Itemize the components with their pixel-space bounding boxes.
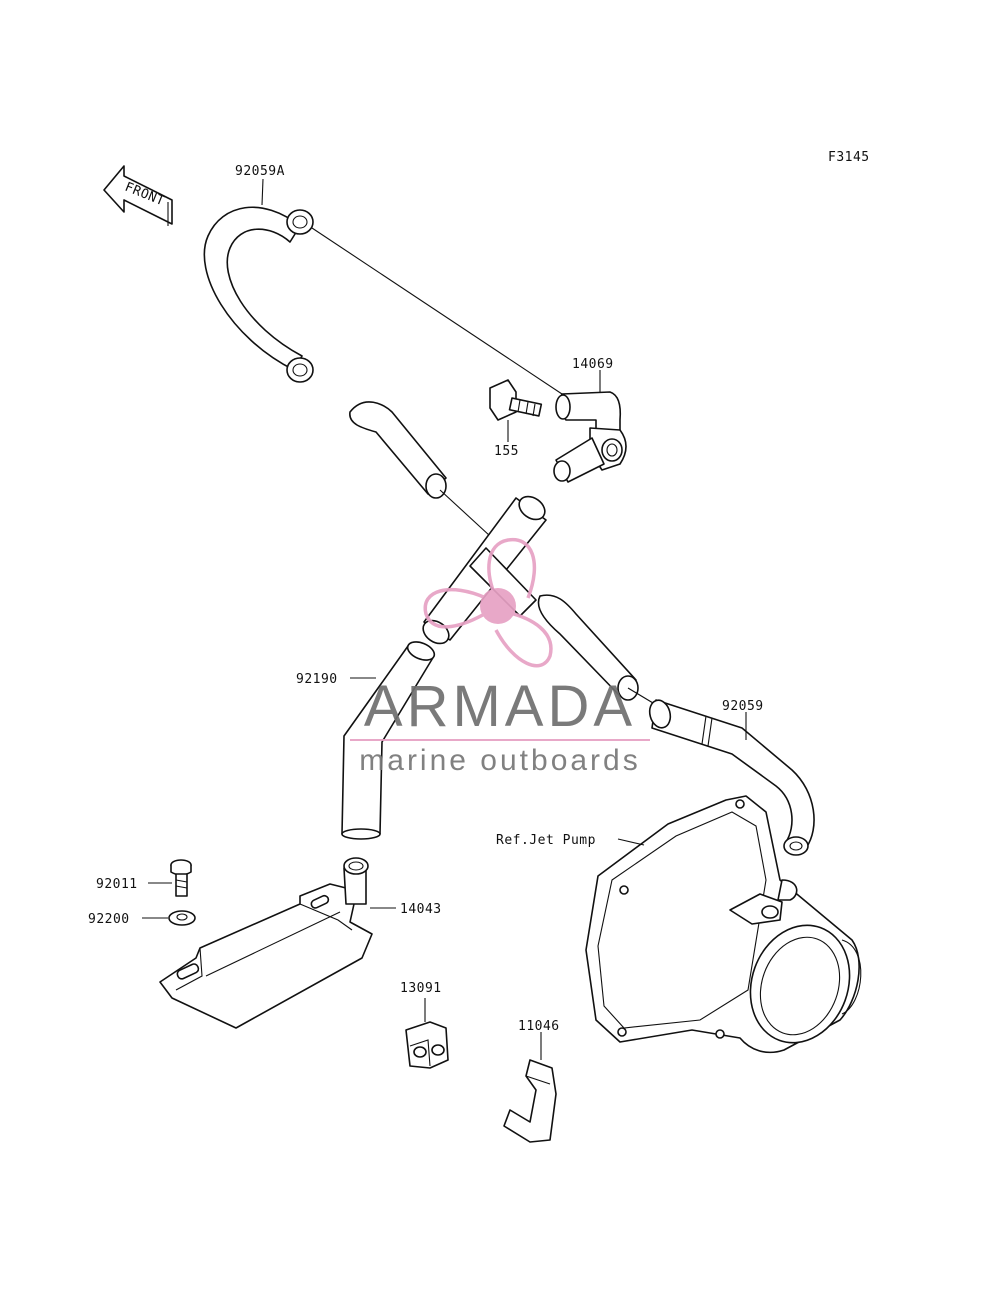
front-arrow-icon: FRONT — [103, 165, 173, 226]
callout-155: 155 — [494, 444, 519, 459]
nipple-155 — [489, 379, 543, 421]
callout-92011: 92011 — [96, 877, 138, 892]
callout-92059A: 92059A — [235, 164, 285, 179]
callout-92190: 92190 — [296, 672, 338, 687]
hose-92059 — [648, 699, 815, 856]
fitting-14069 — [553, 391, 627, 483]
watermark-tagline: marine outboards — [359, 744, 640, 777]
propeller-icon — [423, 537, 553, 668]
callout-13091: 13091 — [400, 981, 442, 996]
diagram-code: F3145 — [828, 150, 870, 165]
washer-92200 — [168, 910, 196, 926]
clamp-13091 — [405, 1021, 449, 1069]
callout-14043: 14043 — [400, 902, 442, 917]
armada-logo: ARMADA marine outboards — [350, 537, 650, 777]
watermark-brand: ARMADA — [364, 674, 636, 739]
hose-92059A — [203, 206, 314, 383]
jet-pump — [585, 795, 862, 1054]
callout-ref-jet-pump: Ref.Jet Pump — [496, 833, 596, 848]
callout-11046: 11046 — [518, 1019, 560, 1034]
bracket-11046 — [503, 1059, 557, 1143]
callout-14069: 14069 — [572, 357, 614, 372]
t-joint — [422, 495, 547, 645]
pipe-14043 — [159, 857, 373, 1029]
upper-small-hose — [349, 401, 447, 499]
callout-92059: 92059 — [722, 699, 764, 714]
hose-92190 — [341, 641, 436, 840]
bolt-92011 — [170, 859, 192, 897]
callout-92200: 92200 — [88, 912, 130, 927]
